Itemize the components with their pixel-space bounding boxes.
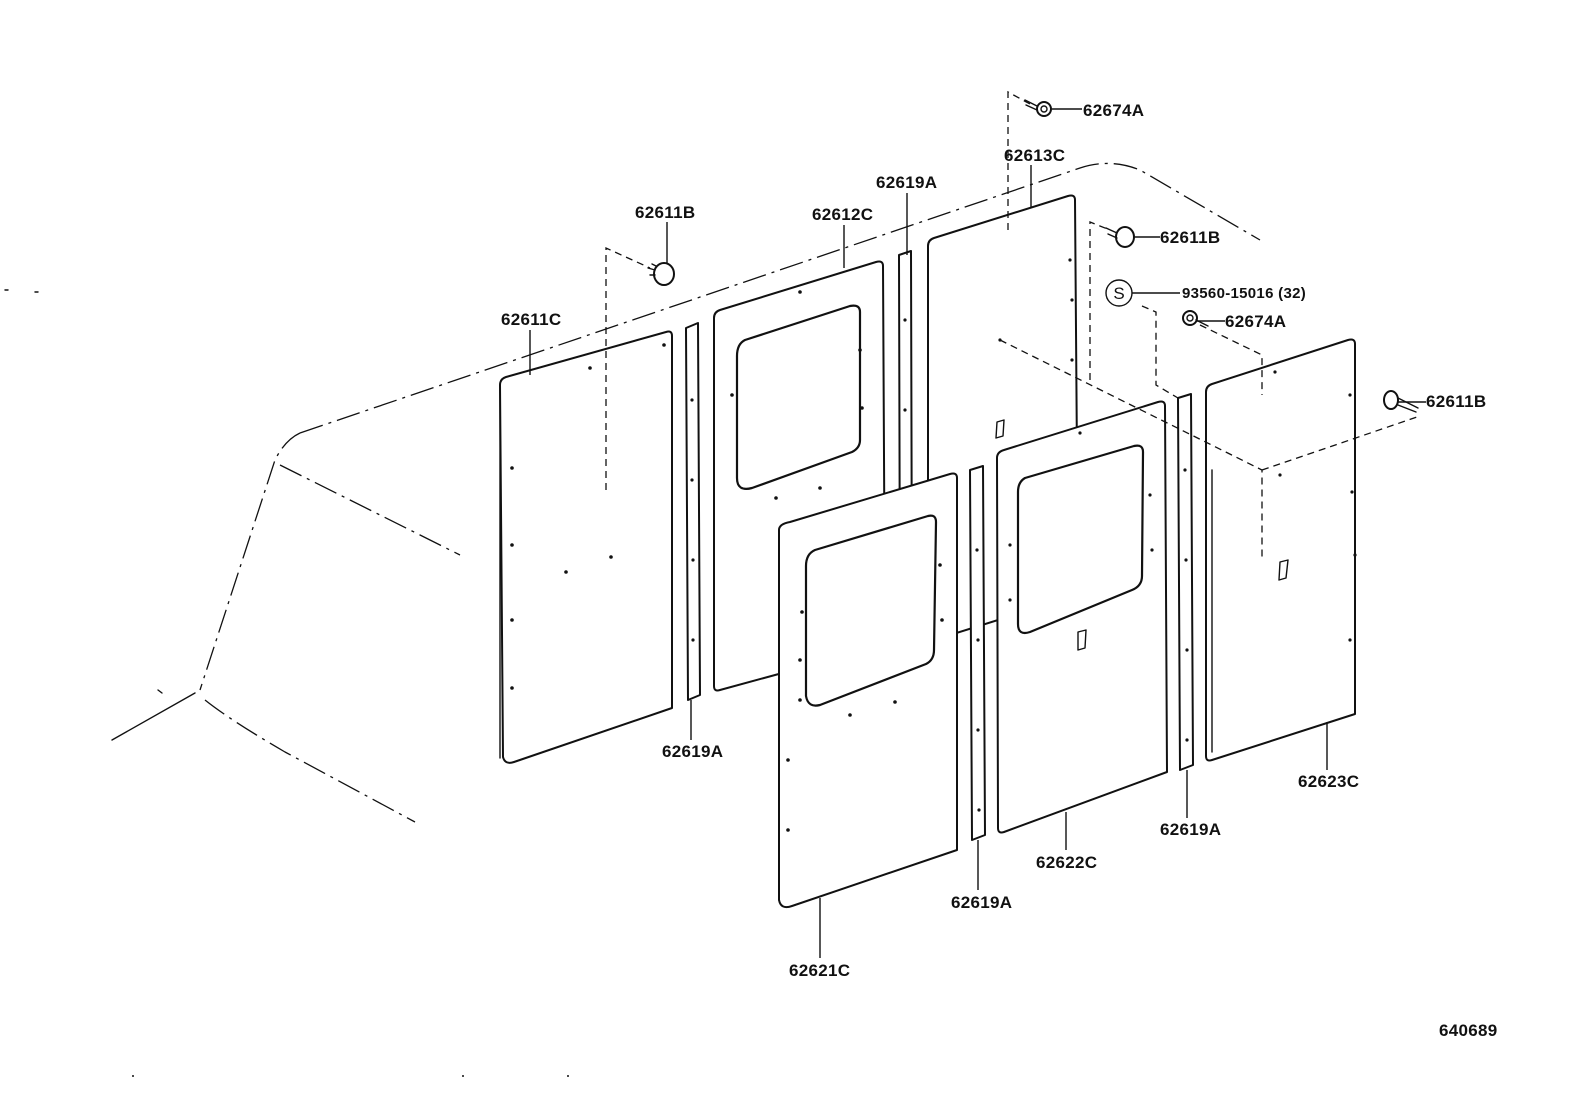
label-62623C: 62623C	[1298, 772, 1359, 791]
trim-panel-62611C	[499, 330, 673, 764]
trim-panel-62623C	[1205, 338, 1357, 762]
label-62619A-3: 62619A	[951, 893, 1012, 912]
screw-62674A-1	[1024, 99, 1052, 117]
installation-guide-lines	[605, 90, 1421, 558]
label-62612C: 62612C	[812, 205, 873, 224]
trim-panel-62621C	[778, 472, 958, 909]
molding-strip-62619A-1	[685, 322, 701, 701]
label-62611B-1: 62611B	[635, 203, 695, 222]
trim-panel-62622C	[996, 400, 1168, 834]
label-62621C: 62621C	[789, 961, 850, 980]
molding-strip-62619A-3	[969, 465, 986, 841]
clip-62611B-1	[647, 262, 675, 286]
vehicle-body-outline	[4, 162, 1261, 823]
label-62619A-4: 62619A	[1160, 820, 1221, 839]
leader-lines	[529, 108, 1426, 958]
scan-dots	[132, 1075, 569, 1077]
label-62611C: 62611C	[501, 310, 561, 329]
diagram-id: 640689	[1439, 1021, 1498, 1040]
label-screw-callout: 93560-15016 (32)	[1182, 285, 1306, 302]
label-62611B-3: 62611B	[1426, 392, 1486, 411]
label-62622C: 62622C	[1036, 853, 1097, 872]
clip-62611B-2	[1105, 226, 1135, 248]
label-62613C: 62613C	[1004, 146, 1065, 165]
screw-62674A-2	[1182, 310, 1209, 327]
molding-strip-62619A-4	[1177, 393, 1194, 771]
label-62611B-2: 62611B	[1160, 228, 1220, 247]
label-62619A-1: 62619A	[662, 742, 723, 761]
screw-symbol-S: S	[1105, 279, 1133, 307]
clip-62611B-3	[1383, 390, 1419, 413]
label-62674A-1: 62674A	[1083, 101, 1144, 120]
part-labels: 62611C 62611B 62612C 62619A 62613C 62674…	[501, 101, 1498, 1040]
label-62619A-2: 62619A	[876, 173, 937, 192]
label-62674A-2: 62674A	[1225, 312, 1286, 331]
screw-symbol-letter: S	[1113, 284, 1124, 303]
